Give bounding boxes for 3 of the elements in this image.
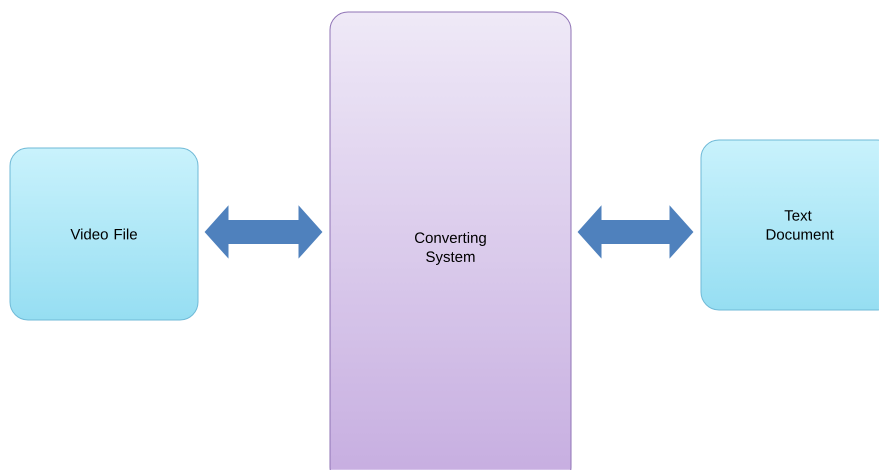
process-box: Video File — [10, 148, 198, 320]
process-box: Converting System — [330, 12, 572, 470]
process-box: Text Document — [700, 140, 879, 310]
